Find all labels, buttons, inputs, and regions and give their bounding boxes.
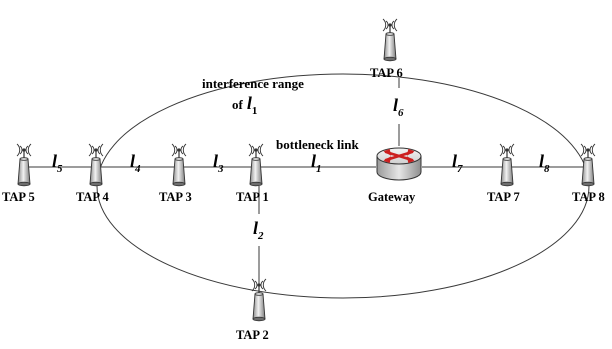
ap-tap1	[248, 143, 264, 187]
ap-label-tap2: TAP 2	[236, 328, 269, 342]
ap-tap2	[251, 278, 267, 322]
ap-label-tap5: TAP 5	[2, 190, 35, 204]
ap-label-tap7: TAP 7	[487, 190, 520, 204]
ap-tap8	[580, 143, 596, 187]
ap-tap3	[171, 143, 187, 187]
link-label-l7: l7	[452, 151, 463, 175]
ap-label-tap8: TAP 8	[572, 190, 605, 204]
link-label-l1: l1	[311, 151, 322, 175]
bottleneck-link-label: bottleneck link	[276, 137, 359, 152]
wireless-access-point-icon	[251, 278, 267, 322]
ap-tap7	[499, 143, 515, 187]
wireless-access-point-icon	[16, 143, 32, 187]
link-label-l3: l3	[213, 151, 224, 175]
ap-label-tap4: TAP 4	[76, 190, 110, 204]
wireless-access-point-icon	[382, 18, 398, 62]
ap-label-tap6: TAP 6	[370, 66, 403, 80]
wireless-access-point-icon	[499, 143, 515, 187]
gateway-label: Gateway	[368, 190, 416, 204]
ap-label-tap1: TAP 1	[236, 190, 269, 204]
wireless-access-point-icon	[171, 143, 187, 187]
ap-tap4	[88, 143, 104, 187]
interference-range-ellipse	[96, 73, 590, 299]
link-lines	[24, 78, 588, 292]
ap-label-tap3: TAP 3	[159, 190, 192, 204]
ap-tap6	[382, 18, 398, 62]
ap-tap5	[16, 143, 32, 187]
interference-range-label: interference range	[202, 76, 304, 91]
wireless-access-point-icon	[248, 143, 264, 187]
router-icon	[376, 147, 422, 181]
wireless-access-point-icon	[88, 143, 104, 187]
link-label-l6: l6	[393, 95, 404, 119]
link-label-l5: l5	[52, 151, 63, 175]
wireless-access-point-icon	[580, 143, 596, 187]
link-label-l8: l8	[539, 151, 550, 175]
link-label-l4: l4	[130, 151, 141, 175]
link-label-l2: l2	[253, 218, 264, 242]
